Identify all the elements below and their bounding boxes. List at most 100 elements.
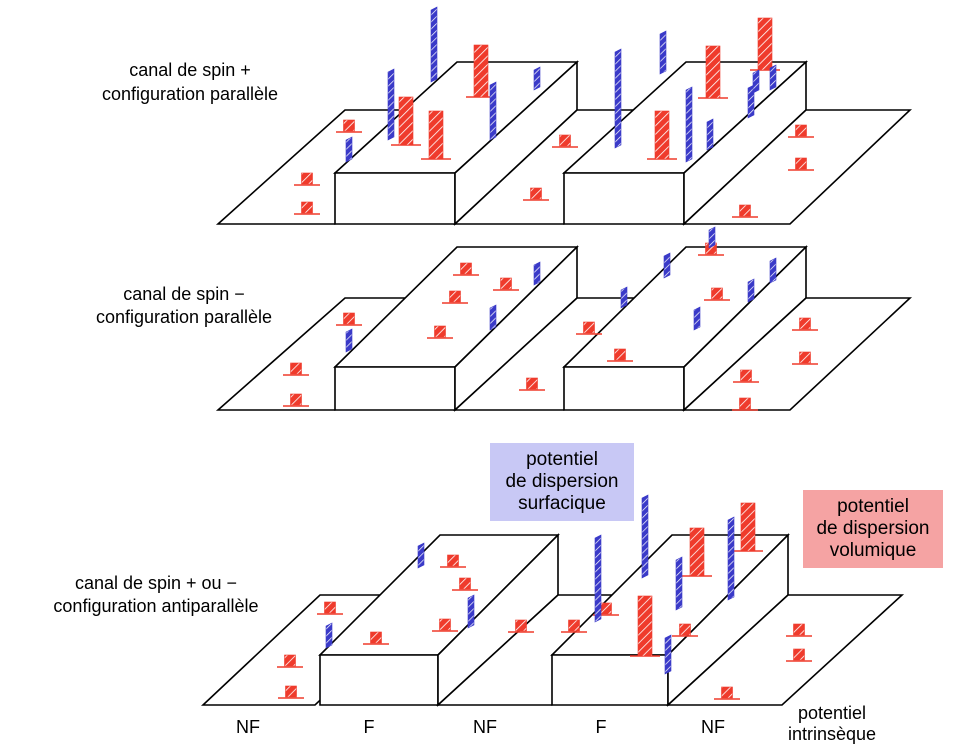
small-scatterer	[301, 172, 313, 185]
surface-potential-bar	[325, 622, 333, 649]
surface-potential-bar	[752, 69, 760, 94]
surface-potential-bar	[345, 136, 353, 163]
panel-1-label-line2: configuration parallèle	[102, 84, 278, 104]
small-scatterer	[515, 619, 527, 632]
small-scatterer	[711, 287, 723, 300]
volume-legend-line3: volumique	[829, 540, 917, 561]
small-scatterer	[739, 397, 751, 410]
surface-legend-line1: potentiel	[526, 449, 598, 470]
volume-potential-bar	[740, 502, 756, 552]
volume-potential-bar	[654, 110, 670, 160]
intrinsic-potential-line1: potentiel	[798, 703, 866, 723]
layer-label-nf-3: NF	[701, 717, 725, 737]
small-scatterer	[530, 187, 542, 200]
small-scatterer	[526, 377, 538, 390]
surface-potential-bar	[467, 594, 475, 629]
surface-potential-bar	[614, 48, 622, 149]
volume-legend-line1: potentiel	[837, 496, 909, 517]
volume-potential-bar	[398, 96, 414, 146]
volume-potential-bar	[637, 595, 653, 657]
surface-potential-bar	[641, 494, 649, 579]
surface-potential-bar	[685, 86, 693, 163]
surface-legend-line2: de dispersion	[505, 471, 619, 492]
surface-potential-bar	[747, 278, 755, 303]
small-scatterer	[434, 325, 446, 338]
small-scatterer	[795, 157, 807, 170]
surface-potential-bar	[533, 66, 541, 91]
surface-potential-bar	[345, 328, 353, 353]
layer-f-1-side	[319, 654, 439, 706]
small-scatterer	[447, 554, 459, 567]
small-scatterer	[795, 124, 807, 137]
volume-potential-bar	[689, 527, 705, 577]
small-scatterer	[793, 623, 805, 636]
layer-f-1-side	[334, 366, 456, 411]
layer-nf-3	[665, 594, 905, 706]
surface-potential-bar	[489, 81, 497, 141]
small-scatterer	[439, 618, 451, 631]
small-scatterer	[559, 134, 571, 147]
layer-f-2-side	[563, 172, 685, 225]
small-scatterer	[739, 204, 751, 217]
surface-potential-bar	[769, 257, 777, 284]
surface-potential-bar	[417, 542, 425, 569]
panel-1-label-line1: canal de spin +	[129, 60, 251, 80]
small-scatterer	[343, 119, 355, 132]
volume-legend-line2: de dispersion	[816, 518, 930, 539]
surface-potential-bar	[675, 556, 683, 611]
volume-potential-bar	[428, 110, 444, 160]
surface-potential-bar	[693, 306, 701, 331]
surface-potential-bar	[594, 534, 602, 623]
small-scatterer	[290, 362, 302, 375]
small-scatterer	[799, 317, 811, 330]
small-scatterer	[600, 602, 612, 615]
small-scatterer	[301, 201, 313, 214]
surface-potential-legend: potentiel de dispersion surfacique	[490, 443, 634, 521]
small-scatterer	[285, 685, 297, 698]
layer-label-f-2: F	[596, 717, 607, 737]
small-scatterer	[583, 321, 595, 334]
volume-potential-legend: potentiel de dispersion volumique	[803, 490, 943, 568]
small-scatterer	[460, 262, 472, 275]
small-scatterer	[290, 393, 302, 406]
surface-potential-bar	[706, 118, 714, 151]
volume-potential-bar	[705, 45, 721, 99]
surface-potential-bar	[659, 30, 667, 75]
panel-2-label-line2: configuration parallèle	[96, 307, 272, 327]
small-scatterer	[721, 686, 733, 699]
panel-3	[200, 533, 905, 707]
intrinsic-potential-line2: intrinsèque	[788, 724, 876, 744]
small-scatterer	[799, 351, 811, 364]
layer-f-2-side	[563, 366, 685, 411]
panel-2	[215, 245, 913, 412]
panel-3-label-line2: configuration antiparallèle	[53, 596, 258, 616]
small-scatterer	[343, 312, 355, 325]
small-scatterer	[459, 577, 471, 590]
small-scatterer	[324, 601, 336, 614]
surface-potential-bar	[663, 252, 671, 279]
volume-potential-bar	[473, 44, 489, 98]
surface-potential-bar	[664, 634, 672, 675]
surface-potential-bar	[708, 226, 716, 249]
layer-label-nf-2: NF	[473, 717, 497, 737]
small-scatterer	[614, 348, 626, 361]
small-scatterer	[500, 277, 512, 290]
scatterers	[277, 6, 818, 700]
surface-legend-line3: surfacique	[518, 493, 606, 514]
layer-f-2-side	[551, 654, 669, 706]
surface-potential-bar	[727, 516, 735, 601]
surface-potential-bar	[533, 261, 541, 286]
small-scatterer	[284, 654, 296, 667]
small-scatterer	[740, 369, 752, 382]
panel-2-label-line1: canal de spin −	[123, 284, 245, 304]
layer-f-1-side	[334, 172, 456, 225]
small-scatterer	[568, 619, 580, 632]
small-scatterer	[679, 623, 691, 636]
small-scatterer	[370, 631, 382, 644]
surface-potential-bar	[489, 304, 497, 331]
surface-potential-bar	[620, 286, 628, 309]
surface-potential-bar	[387, 68, 395, 141]
layer-label-nf-1: NF	[236, 717, 260, 737]
surface-potential-bar	[769, 64, 777, 91]
